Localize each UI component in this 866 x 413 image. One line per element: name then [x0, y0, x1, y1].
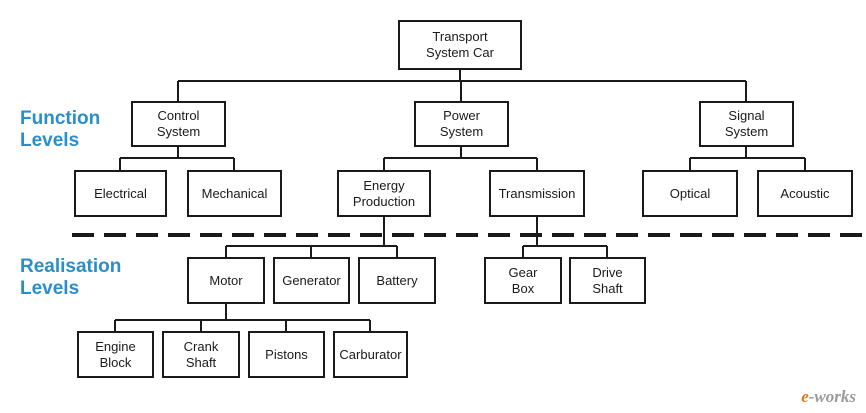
node-pistons: Pistons — [248, 331, 325, 378]
eworks-logo: e-works — [801, 387, 856, 407]
node-signal-system: Signal System — [699, 101, 794, 147]
node-crank-shaft: Crank Shaft — [162, 331, 240, 378]
node-transmission: Transmission — [489, 170, 585, 217]
eworks-logo-rest: -works — [808, 387, 856, 406]
node-mechanical: Mechanical — [187, 170, 282, 217]
node-gear-box: Gear Box — [484, 257, 562, 304]
node-electrical: Electrical — [74, 170, 167, 217]
node-transport-system-car: Transport System Car — [398, 20, 522, 70]
node-optical: Optical — [642, 170, 738, 217]
function-levels-label: Function Levels — [20, 108, 101, 151]
node-motor: Motor — [187, 257, 265, 304]
realisation-levels-label: Realisation Levels — [20, 256, 122, 299]
node-acoustic: Acoustic — [757, 170, 853, 217]
node-power-system: Power System — [414, 101, 509, 147]
node-battery: Battery — [358, 257, 436, 304]
node-energy-production: Energy Production — [337, 170, 431, 217]
eworks-logo-e: e — [801, 387, 809, 406]
node-drive-shaft: Drive Shaft — [569, 257, 646, 304]
node-control-system: Control System — [131, 101, 226, 147]
node-carburator: Carburator — [333, 331, 408, 378]
node-engine-block: Engine Block — [77, 331, 154, 378]
node-generator: Generator — [273, 257, 350, 304]
